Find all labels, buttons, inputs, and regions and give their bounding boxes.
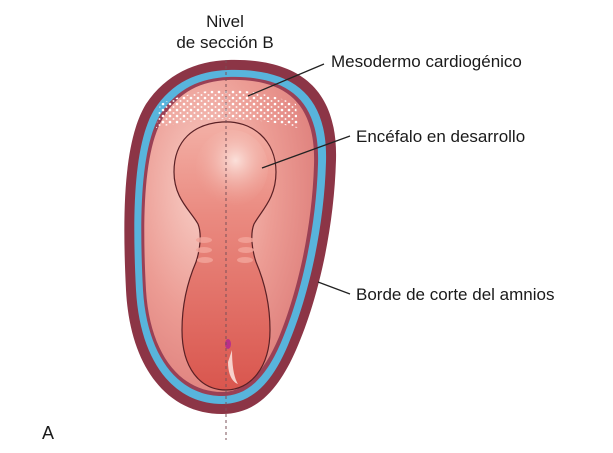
brain-highlight: [196, 130, 268, 206]
label-amnion-cut-edge: Borde de corte del amnios: [356, 286, 554, 303]
label-cardiogenic-mesoderm: Mesodermo cardiogénico: [331, 53, 522, 70]
label-developing-brain: Encéfalo en desarrollo: [356, 128, 525, 145]
section-level-label: Nivel de sección B: [160, 13, 290, 51]
leader-amnion: [318, 282, 350, 294]
panel-letter: A: [42, 424, 54, 442]
section-level-line1: Nivel: [160, 13, 290, 30]
section-level-line2: de sección B: [160, 34, 290, 51]
